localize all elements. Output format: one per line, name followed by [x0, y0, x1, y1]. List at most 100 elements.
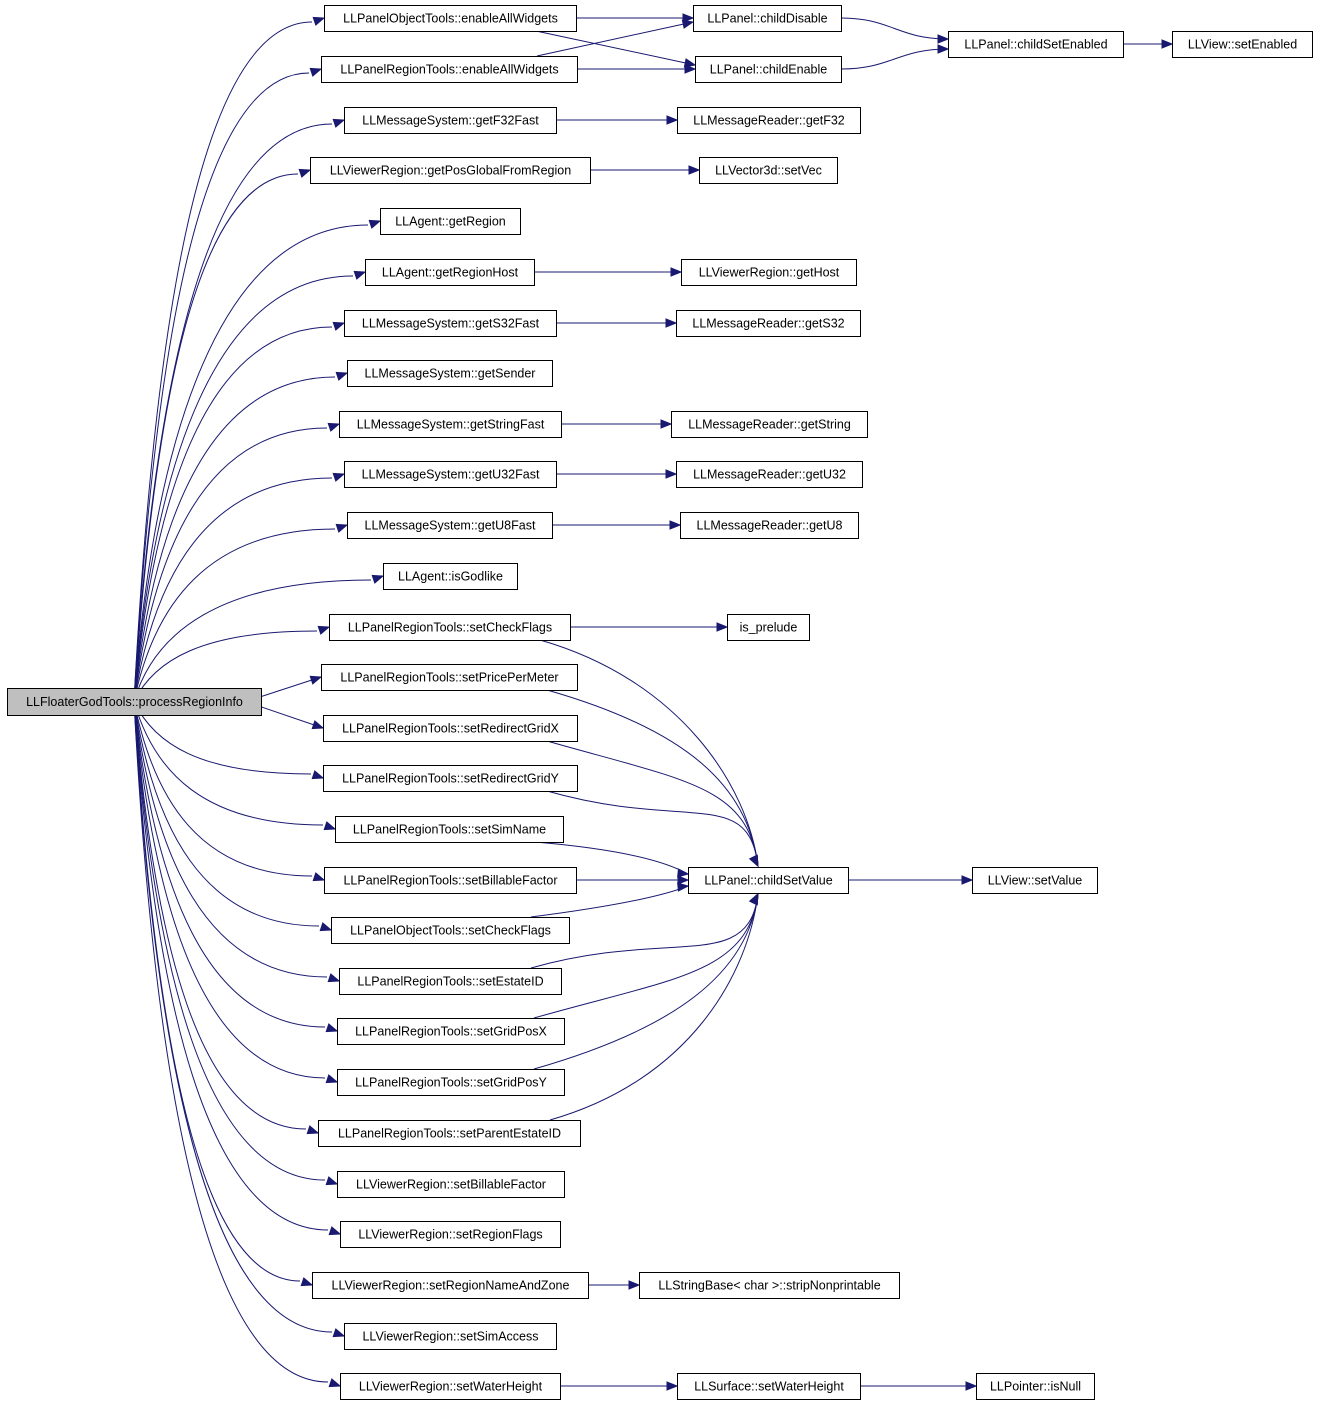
arrowhead	[666, 1381, 679, 1391]
node-label: LLMessageSystem::getU32Fast	[362, 468, 540, 482]
node-llview-setenabled[interactable]: LLView::setEnabled	[1172, 31, 1313, 58]
node-llpanel-childsetvalue[interactable]: LLPanel::childSetValue	[688, 867, 849, 894]
node-llmessagesystem-gets32fast[interactable]: LLMessageSystem::getS32Fast	[344, 310, 557, 337]
node-llpanelregiontools-enableallwidgets[interactable]: LLPanelRegionTools::enableAllWidgets	[321, 56, 578, 83]
edge-llfloatergodtools-processregioninfo-to-llpanelregiontools-setgridposy	[133, 701, 326, 1079]
arrowhead	[666, 115, 679, 125]
node-llpanel-childdisable[interactable]: LLPanel::childDisable	[693, 5, 842, 32]
node-llviewerregion-setsimaccess[interactable]: LLViewerRegion::setSimAccess	[344, 1323, 557, 1350]
node-llview-setvalue[interactable]: LLView::setValue	[972, 867, 1098, 894]
node-llstringbase-char-stripnonprintable[interactable]: LLStringBase< char >::stripNonprintable	[639, 1272, 900, 1299]
node-label: LLFloaterGodTools::processRegionInfo	[26, 695, 243, 709]
node-label: LLAgent::getRegion	[395, 215, 506, 229]
node-label: LLMessageSystem::getF32Fast	[362, 114, 539, 128]
arrowhead	[328, 1226, 342, 1236]
node-llpanelregiontools-setcheckflags[interactable]: LLPanelRegionTools::setCheckFlags	[329, 614, 571, 641]
node-llmessagesystem-getu8fast[interactable]: LLMessageSystem::getU8Fast	[347, 512, 553, 539]
node-llmessagereader-getu32[interactable]: LLMessageReader::getU32	[676, 461, 863, 488]
node-llviewerregion-setregionflags[interactable]: LLViewerRegion::setRegionFlags	[340, 1221, 561, 1248]
edge-llpanelregiontools-enableallwidgets-to-llpanel-childdisable	[536, 21, 694, 57]
arrowhead	[298, 168, 312, 178]
node-llmessagesystem-getf32fast[interactable]: LLMessageSystem::getF32Fast	[344, 107, 557, 134]
arrowhead	[312, 16, 326, 26]
node-llmessagesystem-getsender[interactable]: LLMessageSystem::getSender	[347, 360, 553, 387]
arrowhead	[677, 868, 690, 878]
arrowhead	[300, 1277, 314, 1287]
node-llpointer-isnull[interactable]: LLPointer::isNull	[976, 1373, 1095, 1400]
arrowhead	[327, 422, 341, 432]
node-llsurface-setwaterheight[interactable]: LLSurface::setWaterHeight	[677, 1373, 861, 1400]
node-box	[310, 157, 591, 184]
node-llviewerregion-setbillablefactor[interactable]: LLViewerRegion::setBillableFactor	[337, 1171, 565, 1198]
node-llpanelregiontools-setgridposy[interactable]: LLPanelRegionTools::setGridPosY	[337, 1069, 565, 1096]
node-llpanel-childenable[interactable]: LLPanel::childEnable	[695, 56, 842, 83]
node-llmessagereader-getu8[interactable]: LLMessageReader::getU8	[680, 512, 859, 539]
edge-llfloatergodtools-processregioninfo-to-llmessagesystem-gets32fast	[133, 326, 333, 702]
node-label: LLView::setEnabled	[1188, 38, 1297, 52]
node-label: LLStringBase< char >::stripNonprintable	[658, 1279, 880, 1293]
arrowhead	[323, 821, 337, 831]
arrowhead	[749, 854, 759, 868]
node-is-prelude[interactable]: is_prelude	[727, 614, 810, 641]
arrowhead	[306, 1125, 320, 1135]
node-llpanelregiontools-setgridposx[interactable]: LLPanelRegionTools::setGridPosX	[337, 1018, 565, 1045]
edge-llfloatergodtools-processregioninfo-to-llviewerregion-setsimaccess	[133, 701, 333, 1333]
node-llviewerregion-setwaterheight[interactable]: LLViewerRegion::setWaterHeight	[340, 1373, 561, 1400]
call-nodes: LLFloaterGodTools::processRegionInfoLLPa…	[7, 5, 1313, 1400]
node-box	[339, 411, 562, 438]
edge-llpanelregiontools-setestateid-to-llpanel-childsetvalue	[530, 893, 759, 969]
edge-llfloatergodtools-processregioninfo-to-llpanelregiontools-setcheckflags	[133, 630, 318, 702]
node-box	[329, 614, 571, 641]
node-llagent-isgodlike[interactable]: LLAgent::isGodlike	[383, 563, 518, 590]
node-llviewerregion-gethost[interactable]: LLViewerRegion::getHost	[681, 259, 857, 286]
arrowhead	[937, 44, 950, 54]
node-label: LLPanelRegionTools::setPricePerMeter	[340, 671, 558, 685]
node-box	[321, 56, 578, 83]
node-llpanelregiontools-setpricepermeter[interactable]: LLPanelRegionTools::setPricePerMeter	[321, 664, 578, 691]
node-llviewerregion-setregionnameandzone[interactable]: LLViewerRegion::setRegionNameAndZone	[312, 1272, 589, 1299]
node-llvector3d-setvec[interactable]: LLVector3d::setVec	[699, 157, 838, 184]
node-llmessagereader-gets32[interactable]: LLMessageReader::getS32	[676, 310, 861, 337]
node-llpanelregiontools-setbillablefactor[interactable]: LLPanelRegionTools::setBillableFactor	[324, 867, 577, 894]
node-llagent-getregionhost[interactable]: LLAgent::getRegionHost	[365, 259, 535, 286]
edge-llfloatergodtools-processregioninfo-to-llviewerregion-setbillablefactor	[133, 701, 326, 1181]
edge-llpanelregiontools-setparentestateid-to-llpanel-childsetvalue	[549, 893, 759, 1121]
node-llpanelobjecttools-enableallwidgets[interactable]: LLPanelObjectTools::enableAllWidgets	[324, 5, 577, 32]
node-llpanelregiontools-setestateid[interactable]: LLPanelRegionTools::setEstateID	[339, 968, 562, 995]
node-label: LLViewerRegion::setSimAccess	[362, 1330, 538, 1344]
node-box	[335, 816, 564, 843]
node-llpanelobjecttools-setcheckflags[interactable]: LLPanelObjectTools::setCheckFlags	[331, 917, 570, 944]
edge-llfloatergodtools-processregioninfo-to-llpanelregiontools-enableallwidgets	[133, 72, 310, 702]
node-label: LLMessageReader::getU8	[697, 519, 843, 533]
node-label: LLVector3d::setVec	[715, 164, 822, 178]
node-box	[323, 715, 578, 742]
node-llmessagereader-getf32[interactable]: LLMessageReader::getF32	[677, 107, 861, 134]
node-label: LLMessageReader::getU32	[693, 468, 846, 482]
node-label: LLMessageSystem::getStringFast	[357, 418, 545, 432]
node-llpanelregiontools-setredirectgridx[interactable]: LLPanelRegionTools::setRedirectGridX	[323, 715, 578, 742]
node-llpanel-childsetenabled[interactable]: LLPanel::childSetEnabled	[948, 31, 1124, 58]
node-llfloatergodtools-processregioninfo[interactable]: LLFloaterGodTools::processRegionInfo	[7, 688, 262, 716]
node-box	[7, 688, 262, 716]
node-llpanelregiontools-setsimname[interactable]: LLPanelRegionTools::setSimName	[335, 816, 564, 843]
arrowhead	[677, 882, 690, 892]
node-llmessagesystem-getu32fast[interactable]: LLMessageSystem::getU32Fast	[344, 461, 557, 488]
node-llmessagereader-getstring[interactable]: LLMessageReader::getString	[671, 411, 868, 438]
node-label: LLPanelObjectTools::enableAllWidgets	[343, 12, 558, 26]
node-llmessagesystem-getstringfast[interactable]: LLMessageSystem::getStringFast	[339, 411, 562, 438]
node-llagent-getregion[interactable]: LLAgent::getRegion	[380, 208, 521, 235]
node-box	[340, 1373, 561, 1400]
arrowhead	[688, 165, 701, 175]
node-llpanelregiontools-setparentestateid[interactable]: LLPanelRegionTools::setParentEstateID	[318, 1120, 581, 1147]
node-label: LLMessageReader::getF32	[693, 114, 845, 128]
arrowhead	[325, 1023, 339, 1033]
arrowhead	[327, 973, 341, 983]
edge-llfloatergodtools-processregioninfo-to-llagent-getregionhost	[133, 275, 354, 702]
arrowhead	[325, 1176, 339, 1186]
arrowhead	[353, 270, 367, 280]
node-label: is_prelude	[740, 621, 798, 635]
node-llpanelregiontools-setredirectgridy[interactable]: LLPanelRegionTools::setRedirectGridY	[323, 765, 578, 792]
node-label: LLPanelRegionTools::setEstateID	[357, 975, 543, 989]
node-llviewerregion-getposglobalfromregion[interactable]: LLViewerRegion::getPosGlobalFromRegion	[310, 157, 591, 184]
node-label: LLMessageSystem::getU8Fast	[365, 519, 536, 533]
